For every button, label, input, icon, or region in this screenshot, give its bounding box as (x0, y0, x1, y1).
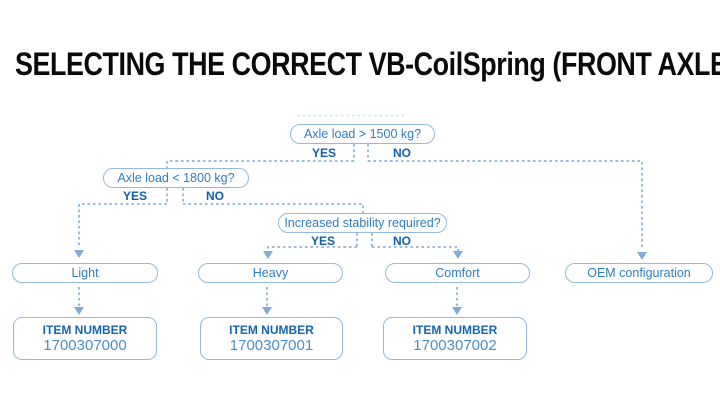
outcome-label: Heavy (252, 265, 289, 280)
outcome-oem-configuration: OEM configuration (565, 263, 713, 283)
decision-axle-load-1800: Axle load < 1800 kg? (103, 168, 249, 188)
arrow-down-icon-light (74, 250, 84, 258)
outcome-label: Light (71, 265, 99, 280)
decision-question: Axle load < 1800 kg? (117, 170, 235, 185)
decision-axle-load-1500: Axle load > 1500 kg? (290, 124, 435, 144)
item-number-box-heavy: ITEM NUMBER 1700307001 (200, 317, 343, 360)
decision1-no-label: NO (393, 146, 411, 160)
item-number-heading: ITEM NUMBER (229, 323, 314, 337)
arrow-down-icon-item1 (74, 307, 84, 315)
outcome-label: Comfort (435, 265, 480, 280)
arrow-down-icon-oem (637, 252, 647, 260)
d3-no-path (372, 246, 459, 251)
page-title: SELECTING THE CORRECT VB-CoilSpring (FRO… (15, 46, 720, 82)
outcome-comfort: Comfort (385, 263, 530, 283)
decision-question: Increased stability required? (284, 215, 441, 230)
outcome-heavy: Heavy (198, 263, 343, 283)
decision-question: Axle load > 1500 kg? (303, 126, 422, 141)
d2-yes-path (78, 203, 167, 248)
arrow-down-icon-item2 (262, 307, 272, 315)
decision2-yes-label: YES (122, 189, 147, 203)
outcome-light: Light (12, 263, 158, 283)
d3-yes-path (267, 246, 357, 251)
decision1-yes-label: YES (311, 146, 336, 160)
arrow-down-icon-heavy (263, 251, 273, 259)
outcome-label: OEM configuration (587, 265, 691, 280)
decision3-yes-label: YES (310, 234, 335, 248)
decision2-no-label: NO (206, 189, 224, 203)
arrow-down-icon-item3 (452, 307, 462, 315)
item-number-heading: ITEM NUMBER (42, 323, 128, 337)
d1-yes-path (166, 160, 354, 168)
decision3-no-label: NO (393, 234, 411, 248)
decision-increased-stability: Increased stability required? (278, 213, 447, 233)
item-number-value: 1700307000 (43, 337, 127, 354)
item-number-box-light: ITEM NUMBER 1700307000 (13, 317, 157, 360)
item-number-heading: ITEM NUMBER (412, 323, 498, 337)
d2-no-path (183, 203, 364, 213)
arrow-down-icon-comfort (453, 251, 463, 259)
item-number-value: 1700307002 (413, 337, 497, 354)
item-number-box-comfort: ITEM NUMBER 1700307002 (383, 317, 527, 360)
item-number-value: 1700307001 (229, 337, 314, 354)
